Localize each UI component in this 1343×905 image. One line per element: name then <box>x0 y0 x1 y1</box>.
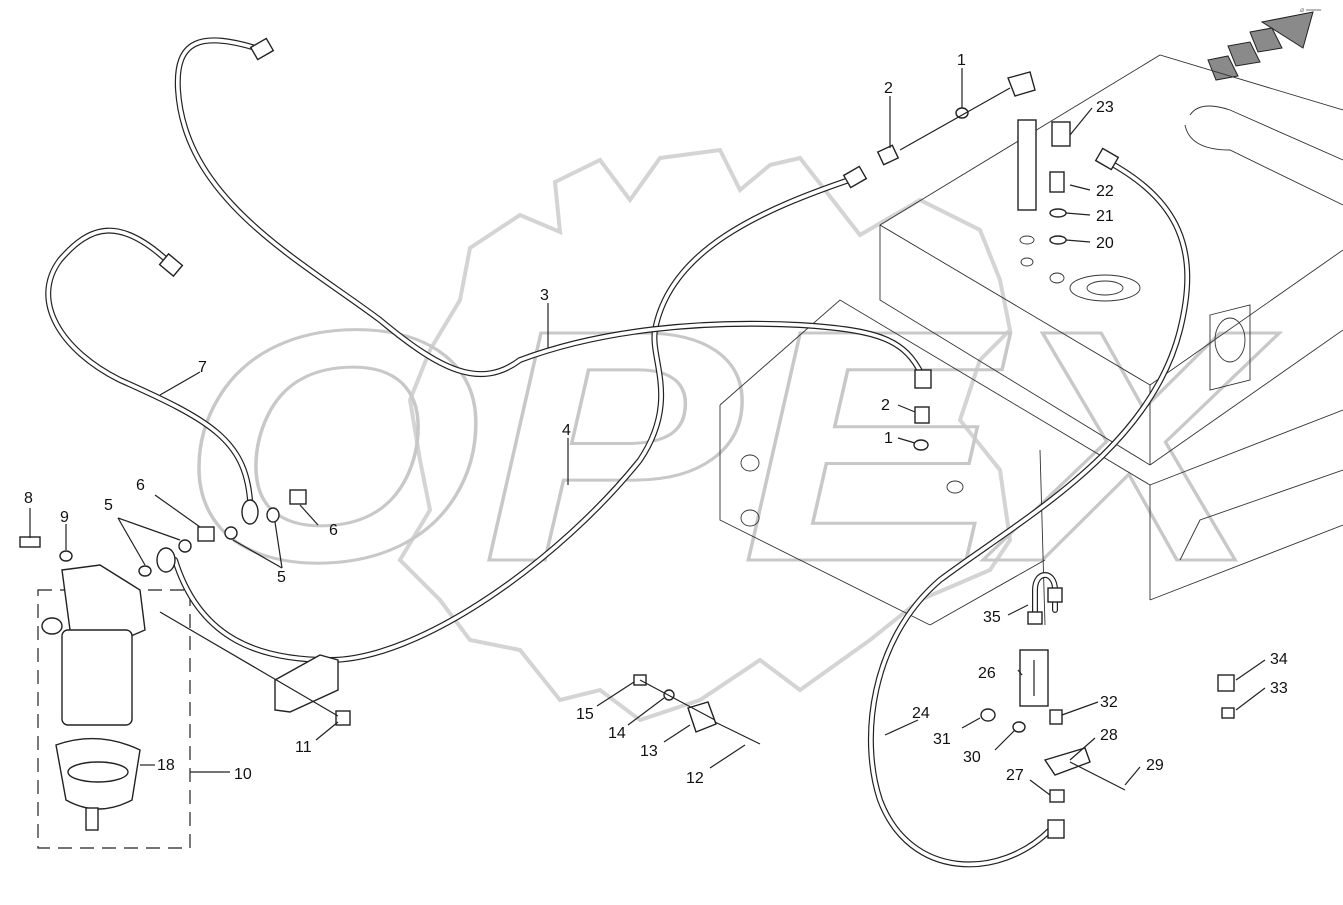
callout-12: 12 <box>686 770 704 787</box>
callout-7: 7 <box>198 359 207 376</box>
pipe-3 <box>172 37 925 663</box>
fittings <box>156 37 1120 839</box>
callout-5-right: 5 <box>277 569 286 586</box>
callout-24: 24 <box>912 705 930 722</box>
callout-27: 27 <box>1006 767 1024 784</box>
tank-body <box>719 54 1343 626</box>
callout-1-top: 1 <box>957 52 966 69</box>
callout-2-mid: 2 <box>881 397 890 414</box>
callout-28: 28 <box>1100 727 1118 744</box>
callout-3: 3 <box>540 287 549 304</box>
callout-26: 26 <box>978 665 996 682</box>
callout-18: 18 <box>157 757 175 774</box>
callout-35: 35 <box>983 609 1001 626</box>
callout-29: 29 <box>1146 757 1164 774</box>
leader-lines <box>29 68 1266 796</box>
callout-22: 22 <box>1096 183 1114 200</box>
callout-31: 31 <box>933 731 951 748</box>
callout-8: 8 <box>24 490 33 507</box>
callout-14: 14 <box>608 725 626 742</box>
callout-30: 30 <box>963 749 981 766</box>
callout-34: 34 <box>1270 651 1288 668</box>
callout-21: 21 <box>1096 208 1114 225</box>
callouts: 1 2 23 22 21 20 3 7 2 1 4 8 9 5 6 6 5 35… <box>24 52 1288 787</box>
pipe-24 <box>867 157 1191 868</box>
small-parts <box>19 71 1235 803</box>
callout-2-top: 2 <box>884 80 893 97</box>
callout-4: 4 <box>562 422 571 439</box>
callout-23: 23 <box>1096 99 1114 116</box>
callout-6-left: 6 <box>136 477 145 494</box>
callout-5-left: 5 <box>104 497 113 514</box>
callout-15: 15 <box>576 706 594 723</box>
direction-arrow-icon <box>1207 11 1314 81</box>
callout-20: 20 <box>1096 235 1114 252</box>
callout-6-right: 6 <box>329 522 338 539</box>
callout-32: 32 <box>1100 694 1118 711</box>
fuel-filter <box>41 564 146 831</box>
corner-mark: ⌀ ═══ <box>1300 7 1321 14</box>
callout-10: 10 <box>234 766 252 783</box>
callout-13: 13 <box>640 743 658 760</box>
callout-9: 9 <box>60 509 69 526</box>
pipe-7 <box>45 227 253 503</box>
callout-33: 33 <box>1270 680 1288 697</box>
callout-11: 11 <box>295 739 312 756</box>
watermark-gear <box>397 147 1013 723</box>
callout-1-mid: 1 <box>884 430 893 447</box>
